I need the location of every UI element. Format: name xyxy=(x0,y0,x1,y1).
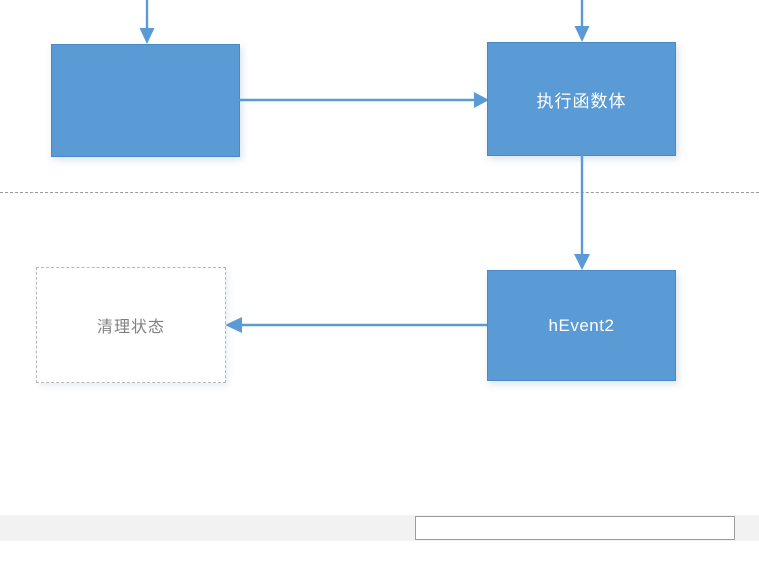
connector-unnamed-to-exec[interactable] xyxy=(238,90,490,110)
phase-divider xyxy=(0,192,759,193)
node-exec[interactable]: 执行函数体 xyxy=(487,42,676,156)
connector-top-into-unnamed[interactable] xyxy=(138,0,156,46)
diagram-canvas[interactable]: 执行函数体 清理状态 hEvent2 xyxy=(0,0,759,514)
status-text-field-value xyxy=(416,517,734,523)
node-cleanup-label: 清理状态 xyxy=(96,319,165,336)
connector-top-into-exec[interactable] xyxy=(573,0,591,44)
node-unnamed[interactable] xyxy=(51,44,240,157)
node-hevent2[interactable]: hEvent2 xyxy=(487,270,676,381)
connector-exec-to-hevent2[interactable] xyxy=(572,154,592,272)
status-text-field[interactable] xyxy=(415,516,735,540)
connector-hevent2-to-cleanup[interactable] xyxy=(224,315,490,335)
node-cleanup[interactable]: 清理状态 xyxy=(36,267,226,383)
